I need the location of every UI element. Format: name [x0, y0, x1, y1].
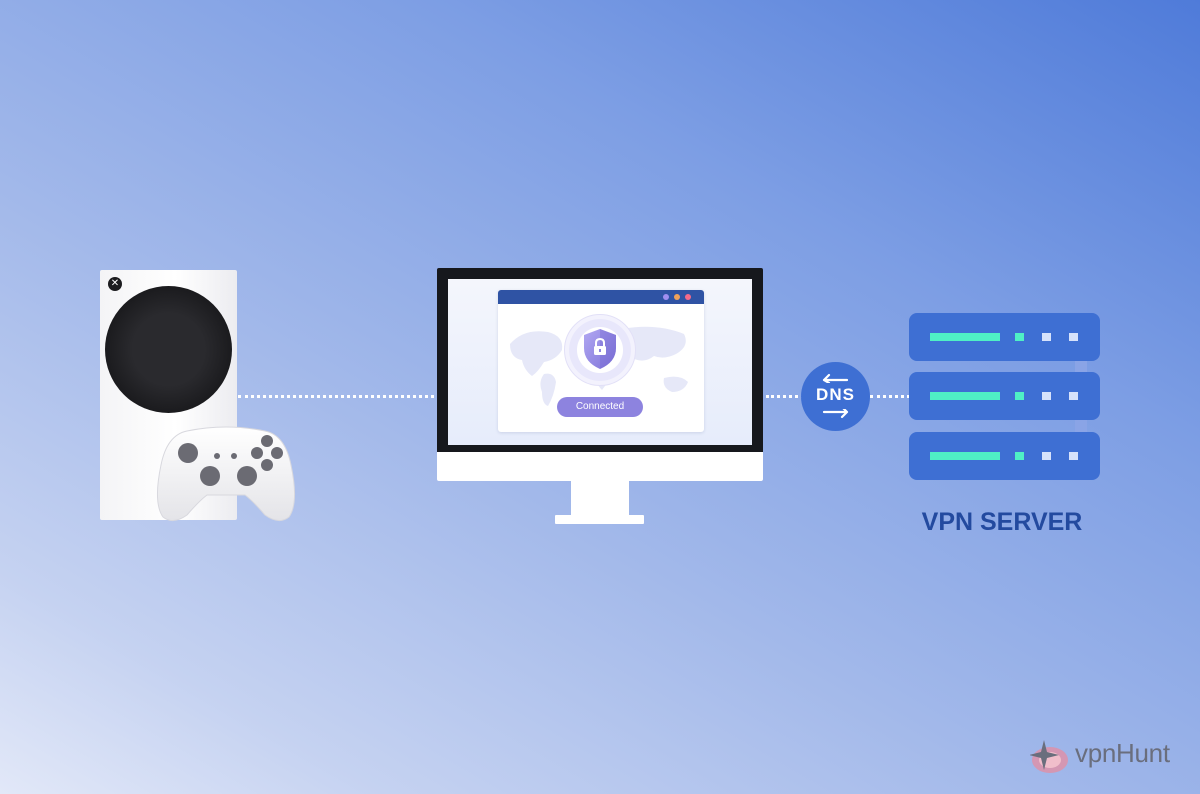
- server-rack-unit: [909, 372, 1100, 420]
- server-led: [1015, 452, 1024, 460]
- server-led: [1042, 452, 1051, 460]
- server-rack-unit: [909, 432, 1100, 480]
- brand-name: vpnHunt: [1075, 738, 1170, 768]
- connection-line-dns-server: [870, 395, 910, 398]
- window-dot: [663, 294, 669, 300]
- console-vent: [105, 286, 232, 413]
- server-status-bar: [930, 392, 1000, 400]
- swap-arrows-icon: [822, 373, 849, 383]
- xbox-logo-icon: ✕: [108, 277, 122, 291]
- server-connector: [1075, 361, 1087, 373]
- monitor-base: [555, 515, 644, 524]
- server-led: [1042, 333, 1051, 341]
- connection-status-badge: Connected: [557, 397, 643, 417]
- server-connector: [1075, 420, 1087, 432]
- server-led: [1042, 392, 1051, 400]
- server-rack-unit: [909, 313, 1100, 361]
- server-status-bar: [930, 452, 1000, 460]
- monitor-stand: [571, 481, 629, 517]
- shield-lock-icon: [584, 329, 616, 369]
- window-dot: [674, 294, 680, 300]
- monitor-chin: [437, 452, 763, 481]
- window-dot: [685, 294, 691, 300]
- dns-label: DNS: [816, 385, 855, 404]
- connection-line-monitor-dns: [766, 395, 804, 398]
- vpnhunt-logo-icon: [1030, 740, 1068, 773]
- swap-arrows-icon: [822, 409, 849, 419]
- server-label: VPN SERVER: [921, 508, 1083, 536]
- server-led: [1015, 333, 1024, 341]
- server-status-bar: [930, 333, 1000, 341]
- server-led: [1015, 392, 1024, 400]
- server-led: [1069, 452, 1078, 460]
- server-led: [1069, 392, 1078, 400]
- connection-line-console-monitor: [238, 395, 434, 398]
- dns-badge: DNS: [801, 362, 870, 431]
- window-titlebar: [498, 290, 704, 304]
- server-led: [1069, 333, 1078, 341]
- vpn-app-window: Connected: [498, 290, 704, 432]
- game-controller-icon: [157, 426, 295, 521]
